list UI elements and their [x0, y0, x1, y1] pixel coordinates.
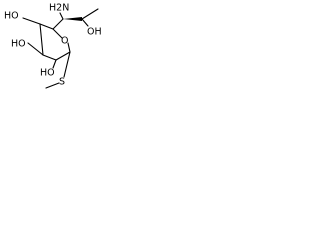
bond-c4-oh — [22, 17, 41, 25]
bond-s-ch3 — [45, 82, 60, 89]
bond-c5-c6 — [52, 18, 64, 30]
bond-c6-nh2 — [59, 12, 64, 20]
hydroxyl-ring-label: HO — [11, 39, 26, 50]
hydroxyl-top-label: OH — [87, 27, 102, 38]
bond-c7-c8 — [81, 8, 99, 20]
sulfur-label: S — [59, 77, 65, 88]
chemical-structure: H2N OH HO HO HO O S — [4, 3, 102, 89]
bond-o-c1 — [67, 42, 71, 53]
hydroxyl-left-label: HO — [4, 11, 19, 22]
bond-c1-c2 — [55, 51, 71, 61]
bond-c3-oh — [27, 42, 44, 56]
bond-c7-oh — [81, 18, 89, 27]
bond-c1-s — [63, 51, 71, 78]
bond-c4-c5 — [39, 23, 54, 30]
bond-c2-c3 — [42, 54, 57, 61]
bond-c2-oh — [52, 59, 57, 69]
bond-c5-o — [52, 28, 63, 39]
bond-c3-c4 — [39, 23, 44, 56]
amino-group-label: H2N — [49, 3, 69, 14]
ring-oxygen-label: O — [61, 36, 68, 47]
hydroxyl-lower-label: HO — [40, 68, 55, 79]
wedge-c6-c7 — [63, 17, 82, 21]
